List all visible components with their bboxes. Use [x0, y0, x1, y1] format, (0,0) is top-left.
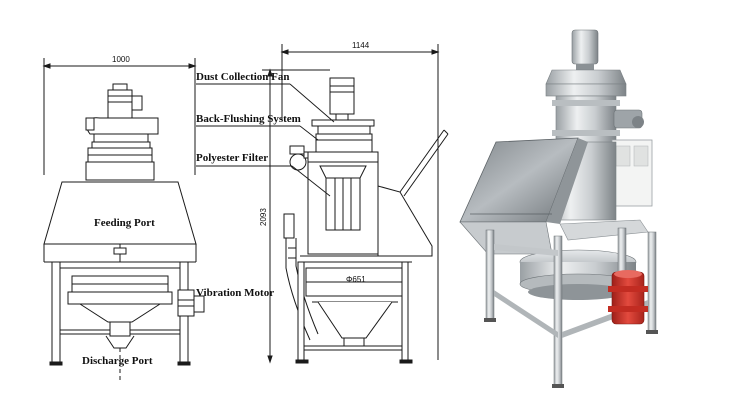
vibration-motor-label: Vibration Motor — [196, 287, 274, 299]
side-width-dimension: 1144 — [352, 41, 370, 50]
leader-lines — [196, 83, 335, 197]
sieve-diameter-dimension: Φ651 — [346, 275, 366, 284]
feeding-port-label: Feeding Port — [94, 217, 155, 229]
side-view — [262, 44, 449, 364]
front-view — [42, 58, 205, 380]
polyester-filter-label: Polyester Filter — [196, 152, 268, 164]
front-width-dimension: 1000 — [112, 55, 130, 64]
side-height-dimension: 2093 — [259, 208, 268, 226]
machine-render — [459, 29, 658, 388]
dust-collection-fan-label: Dust Collection Fan — [196, 71, 290, 83]
back-flushing-system-label: Back-Flushing System — [196, 113, 301, 125]
discharge-port-label: Discharge Port — [82, 355, 153, 367]
